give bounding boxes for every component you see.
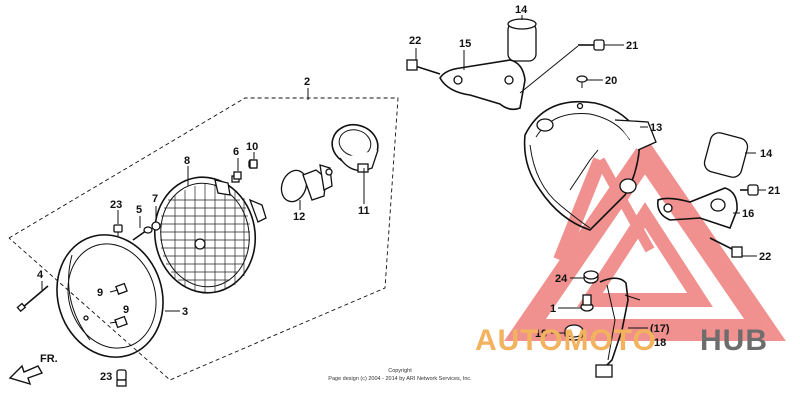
clip-6 (233, 171, 242, 180)
label-part-21a: 21 (626, 40, 638, 52)
label-part-12: 12 (293, 211, 305, 223)
headlight-case (523, 100, 657, 231)
watermark-logo-triangle (504, 135, 786, 341)
lower-bracket (656, 187, 738, 229)
label-part-1: 1 (550, 303, 556, 315)
label-part-14b: 14 (760, 148, 773, 160)
watermark-brand-part1: AUTOMOTO (475, 324, 657, 357)
label-part-23b: 23 (100, 371, 112, 383)
label-part-19: 19 (535, 328, 547, 340)
bulb-socket-cover (331, 123, 379, 173)
label-part-9b: 9 (123, 304, 129, 316)
label-part-15: 15 (459, 38, 471, 50)
wire-clamp-stay (595, 277, 641, 378)
label-part-18: 18 (654, 337, 666, 349)
label-part-6: 6 (233, 146, 239, 158)
watermark-brand-part2: HUB (700, 324, 768, 357)
rubber-bushing-14a (507, 18, 537, 62)
screw-23b (116, 369, 127, 387)
part-labels: 2 3 4 5 6 7 8 9 9 10 11 12 13 14 14 15 1… (37, 4, 780, 383)
watermark-logo-text: AUTOMOTO HUB (475, 324, 768, 357)
screw-4 (16, 285, 49, 313)
washer-1 (580, 294, 594, 312)
label-part-13: 13 (650, 122, 662, 134)
copyright-line2: Page design (c) 2004 - 2014 by ARI Netwo… (328, 376, 472, 382)
copyright-line1: Copyright (388, 368, 412, 374)
label-part-24: 24 (555, 273, 568, 285)
front-direction-arrow: FR. (8, 353, 58, 386)
label-part-4: 4 (37, 269, 44, 281)
headlight-bulb (280, 164, 333, 203)
label-part-7: 7 (152, 193, 158, 205)
clip-10 (249, 159, 258, 169)
headlight-rim (56, 234, 164, 358)
label-part-21b: 21 (768, 185, 780, 197)
label-part-9a: 9 (97, 287, 103, 299)
label-part-17: (17) (650, 323, 670, 335)
assembly-outline (8, 88, 399, 381)
upper-bracket (439, 59, 526, 111)
screw-5 (132, 226, 153, 241)
label-part-14a: 14 (515, 4, 528, 16)
bolt-21b (740, 184, 759, 196)
headlight-lens-unit (153, 159, 267, 294)
label-part-10: 10 (246, 141, 258, 153)
bolt-22a (406, 59, 441, 75)
copyright: Copyright Page design (c) 2004 - 2014 by… (328, 368, 472, 382)
label-part-22b: 22 (759, 251, 771, 263)
label-part-5: 5 (136, 204, 142, 216)
collar-24 (583, 270, 599, 284)
grommet-7 (151, 221, 161, 231)
screw-20 (576, 75, 588, 88)
label-part-2: 2 (304, 76, 310, 88)
screw-23a (113, 224, 123, 236)
leader-lines (41, 15, 766, 334)
rubber-bushing-14b (703, 132, 749, 178)
label-part-11: 11 (358, 205, 370, 217)
bolt-21a (578, 39, 605, 51)
label-part-23a: 23 (110, 199, 122, 211)
label-part-22a: 22 (409, 35, 421, 47)
label-part-8: 8 (184, 155, 190, 167)
label-part-3: 3 (182, 306, 188, 318)
label-part-16: 16 (742, 208, 754, 220)
direction-label: FR. (40, 353, 58, 365)
label-part-20: 20 (605, 75, 617, 87)
bolt-22b (709, 237, 743, 258)
nut-19 (564, 324, 584, 341)
